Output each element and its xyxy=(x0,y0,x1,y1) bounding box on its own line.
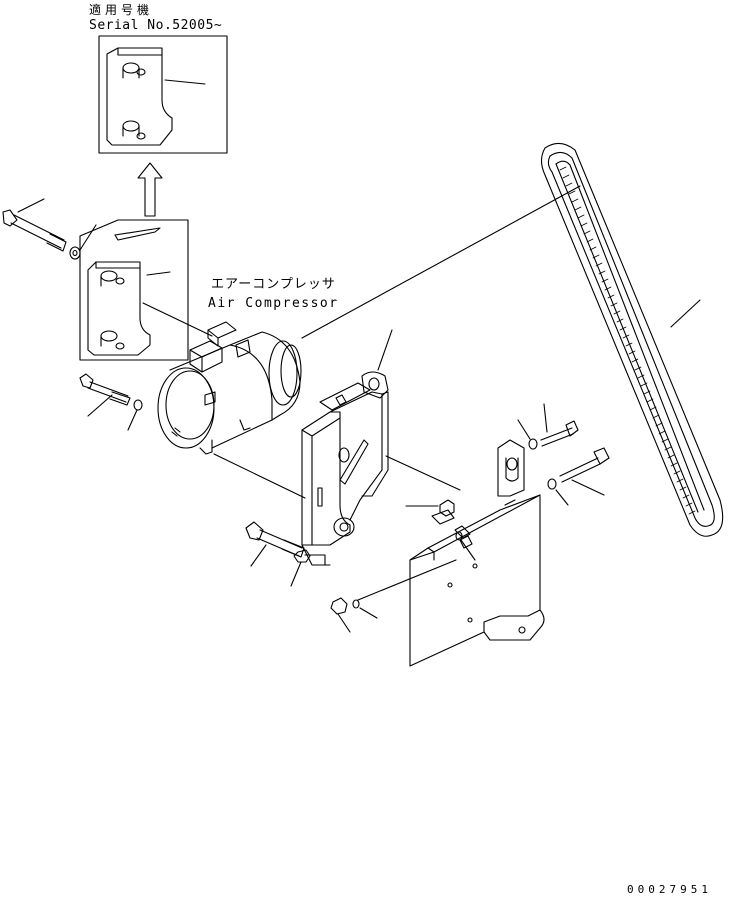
mounting-plate xyxy=(410,440,544,666)
inset-frame xyxy=(99,36,227,153)
air-compressor-label-jp: エアーコンプレッサ xyxy=(211,277,336,292)
v-belt xyxy=(542,143,723,536)
washer xyxy=(353,600,377,618)
nut xyxy=(331,598,350,632)
direction-arrow xyxy=(138,163,162,216)
callout-line xyxy=(358,560,456,600)
belt-callout-line xyxy=(302,186,580,338)
long-bolt xyxy=(3,199,66,251)
callout-line xyxy=(143,303,212,336)
bracket-old-type xyxy=(88,228,170,355)
bolt xyxy=(560,448,609,495)
air-compressor-label-en: Air Compressor xyxy=(208,296,339,311)
inset-frame-old xyxy=(80,220,188,360)
applicable-serial-heading: 適用号機 xyxy=(89,3,154,17)
bracket-new-type xyxy=(107,48,205,145)
adjuster-bracket xyxy=(302,330,392,565)
nut xyxy=(291,550,310,586)
washer xyxy=(128,400,142,430)
air-compressor xyxy=(158,322,301,454)
callout-line xyxy=(214,454,305,498)
washer xyxy=(70,225,96,259)
bolt xyxy=(80,374,130,416)
washer xyxy=(456,532,475,560)
callout-line xyxy=(386,456,460,490)
washer xyxy=(518,420,537,449)
washer xyxy=(548,479,568,505)
serial-number-label: Serial No.52005~ xyxy=(89,18,223,33)
bolt xyxy=(541,404,578,446)
nut xyxy=(406,500,454,524)
bolt xyxy=(246,522,304,566)
drawing-number: 00027951 xyxy=(627,883,712,896)
